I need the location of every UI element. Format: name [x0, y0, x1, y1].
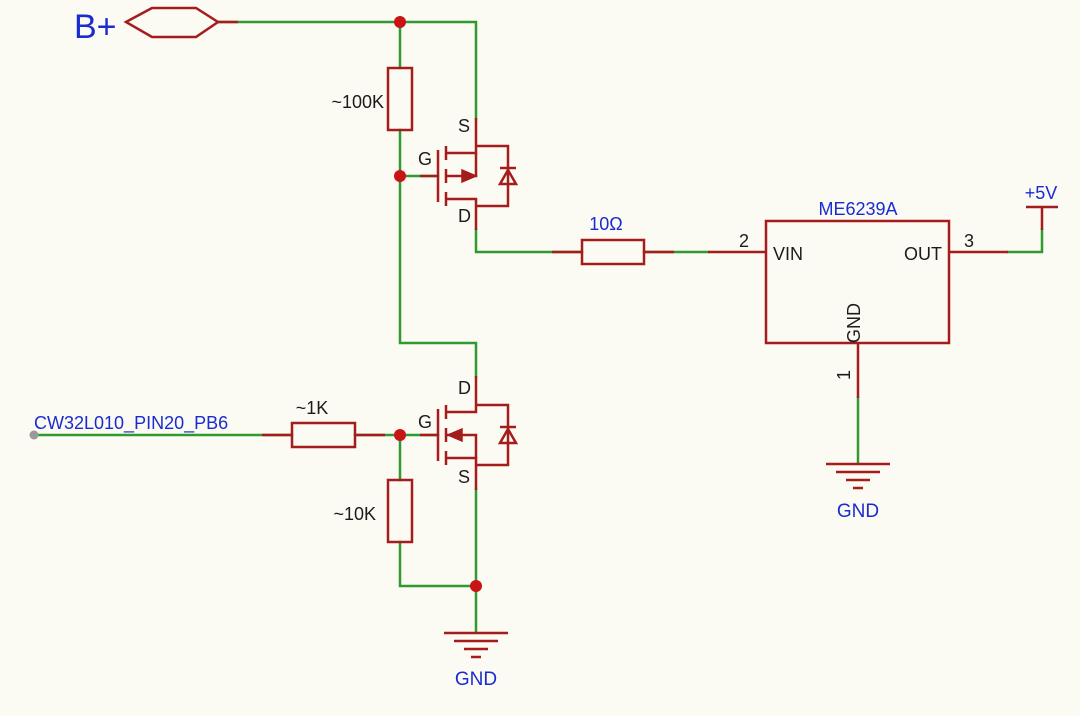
resistor-10ohm: 10Ω: [552, 214, 674, 266]
resistor-1k-label: ~1K: [296, 398, 329, 418]
pmos-transistor: S G D: [418, 116, 519, 230]
junction-dot: [470, 580, 482, 592]
wire-out-5v: [1006, 228, 1044, 254]
power-label: B+: [74, 8, 117, 46]
resistor-10k: ~10K: [333, 478, 414, 544]
resistor-100k: ~100K: [331, 66, 414, 132]
wire-pmos-drain: [474, 228, 584, 254]
regulator-ic: ME6239A VIN OUT GND 2 3 1: [708, 199, 1008, 398]
ic-out-label: OUT: [904, 244, 942, 264]
ic-gnd-label: GND: [844, 303, 864, 343]
ground-symbol-main: GND: [444, 631, 508, 690]
nmos-source-label: S: [458, 467, 470, 487]
ic-gnd-pin-number: 1: [834, 370, 854, 380]
junction-dot: [394, 170, 406, 182]
ic-name: ME6239A: [818, 199, 897, 219]
ground-symbol-ic: GND: [826, 462, 890, 522]
input-net: CW32L010_PIN20_PB6: [29, 413, 228, 440]
resistor-10k-label: ~10K: [333, 504, 376, 524]
nmos-transistor: D G S: [418, 376, 519, 490]
ic-out-pin-number: 3: [964, 231, 974, 251]
resistor-1k: ~1K: [262, 398, 385, 449]
pmos-gate-label: G: [418, 149, 432, 169]
wire-gate-node: [398, 128, 478, 378]
junction-dot: [394, 429, 406, 441]
resistor-10ohm-label: 10Ω: [589, 214, 622, 234]
input-net-label: CW32L010_PIN20_PB6: [34, 413, 228, 434]
power-port-5v: +5V: [1025, 183, 1058, 230]
resistor-100k-label: ~100K: [331, 92, 384, 112]
nmos-drain-label: D: [458, 378, 471, 398]
wire-r10k-bottom: [398, 540, 478, 588]
power-port-symbol: [123, 6, 221, 39]
wire-bplus-rail: [216, 20, 478, 120]
wires: [32, 20, 1044, 634]
ground-label-main: GND: [455, 669, 497, 690]
out-voltage-label: +5V: [1025, 183, 1058, 203]
nmos-gate-label: G: [418, 412, 432, 432]
pmos-drain-label: D: [458, 206, 471, 226]
ground-label-ic: GND: [837, 501, 879, 522]
ic-vin-pin-number: 2: [739, 231, 749, 251]
ic-vin-label: VIN: [773, 244, 803, 264]
power-port-bplus: B+: [74, 6, 238, 46]
junctions: [394, 16, 482, 592]
input-terminal: [29, 430, 39, 440]
junction-dot: [394, 16, 406, 28]
pmos-source-label: S: [458, 116, 470, 136]
